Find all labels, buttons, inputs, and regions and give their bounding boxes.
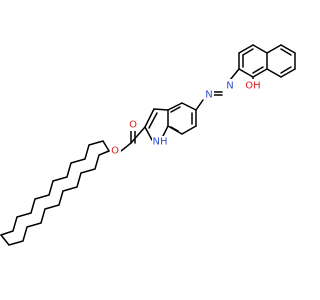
naphthalene-ring [238, 44, 296, 78]
molecule-diagram: OH N N NH O O [0, 44, 296, 246]
ester-bond [120, 142, 132, 152]
bond [167, 102, 183, 111]
azo-bond [195, 99, 204, 111]
bond [266, 68, 282, 78]
bond [242, 48, 254, 56]
indole-benzene-ring [167, 102, 197, 135]
azo-bond [229, 68, 240, 81]
bond [153, 108, 169, 111]
bond [181, 102, 197, 111]
indole-nh-label: NH [153, 137, 168, 148]
bond [238, 68, 254, 78]
bond [266, 44, 282, 54]
label-bg [244, 79, 262, 92]
bond [280, 66, 292, 74]
azo-n2-label: N [205, 90, 212, 101]
bond [144, 108, 155, 128]
label-bg [152, 136, 169, 149]
azo-n1-label: N [226, 81, 233, 92]
bond [280, 44, 296, 54]
bond [280, 68, 296, 78]
bond [252, 66, 264, 74]
ester-o-label: O [111, 146, 119, 157]
bond [252, 68, 268, 78]
carbonyl-o-label: O [129, 120, 137, 131]
bond [148, 112, 158, 129]
label-bg [110, 145, 121, 158]
bond [130, 126, 146, 144]
label-bg [225, 79, 235, 92]
bond [181, 125, 197, 135]
label-bg [204, 89, 214, 102]
bond [170, 126, 179, 132]
hydroxyl-label: OH [245, 81, 260, 92]
label-bg [128, 119, 138, 131]
alkyl-chain-tail [0, 150, 110, 246]
bond [238, 44, 254, 54]
bond [170, 106, 181, 113]
bond [144, 126, 153, 141]
alkyl-chain [0, 140, 110, 236]
bond [252, 44, 268, 54]
structure-canvas: OH N N NH O O [0, 44, 296, 246]
bond [280, 48, 292, 56]
